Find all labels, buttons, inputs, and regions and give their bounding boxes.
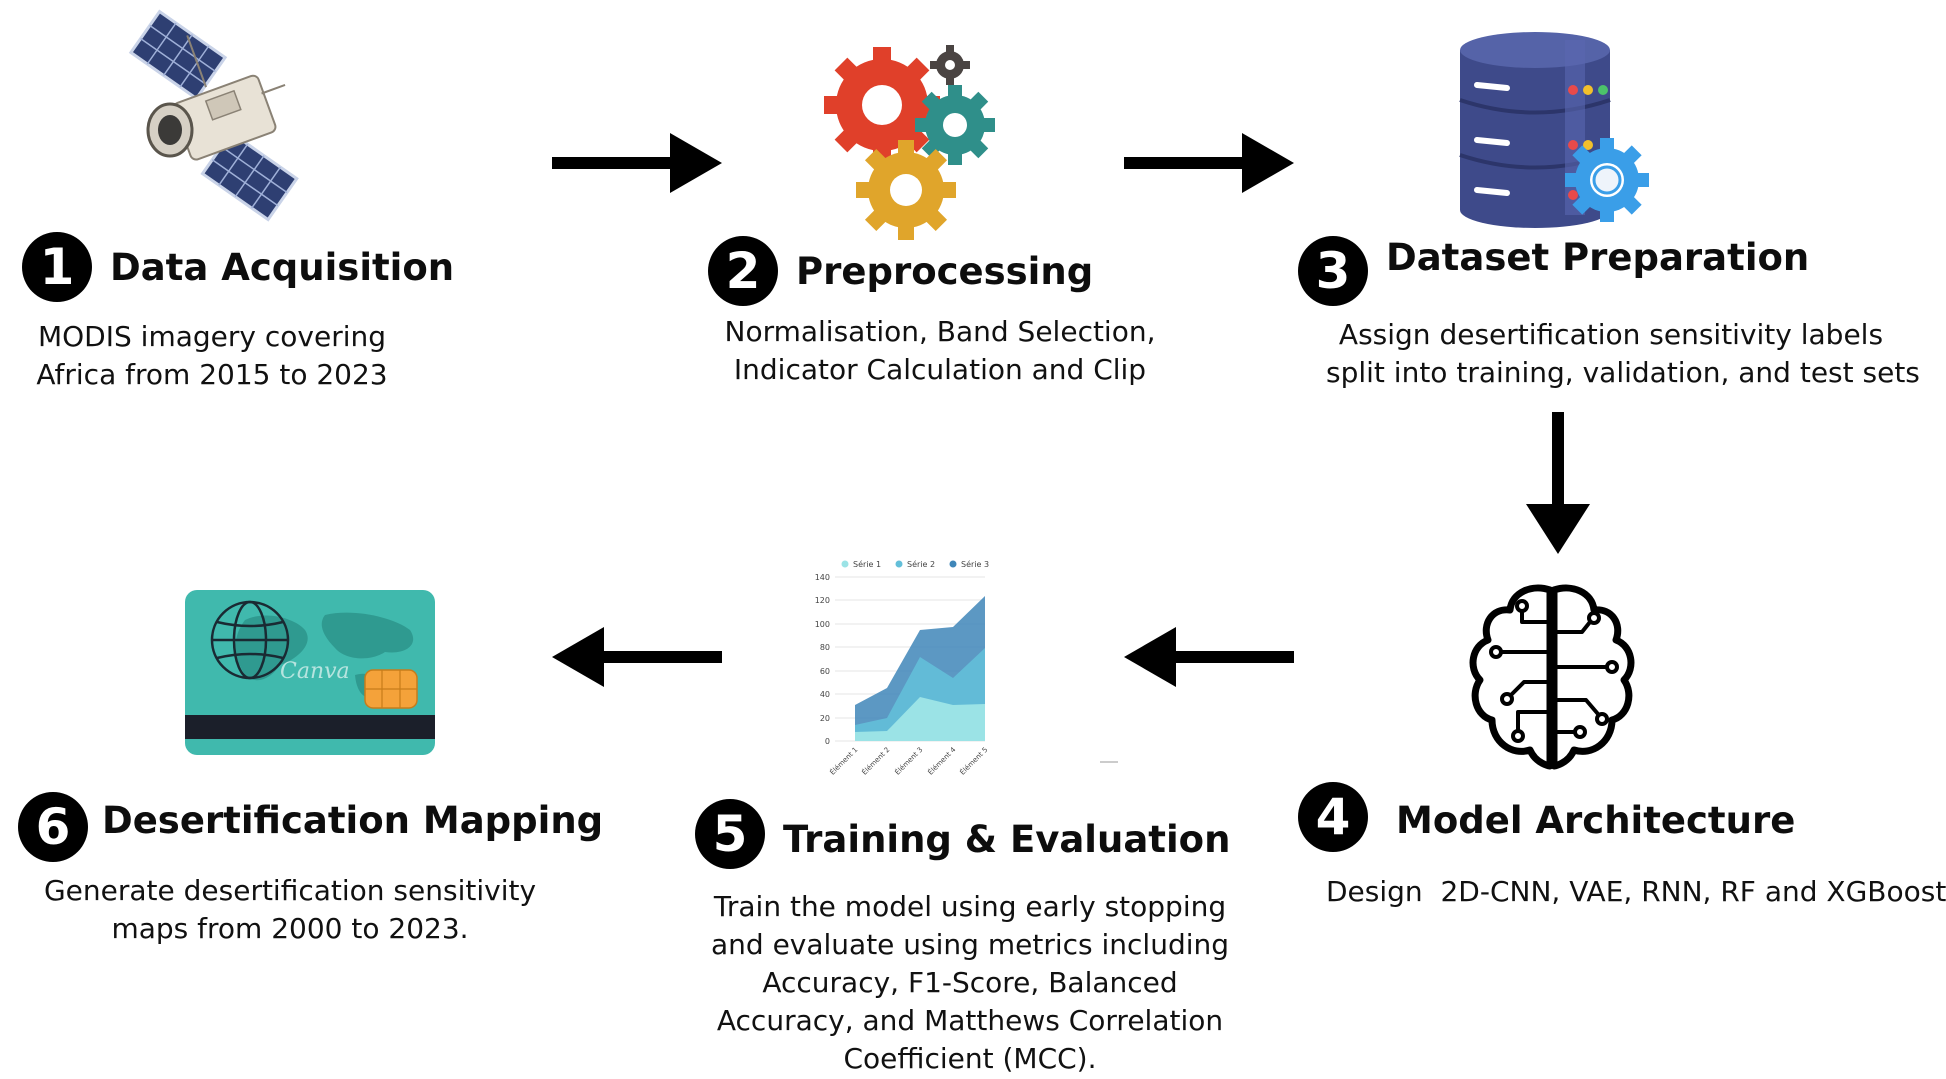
stage-title-model-architecture: Model Architecture [1396,798,1796,842]
step-number-2: 2 [708,236,778,306]
ai-brain-icon [1462,582,1642,772]
svg-text:140: 140 [815,573,830,582]
stage-4-heading: 4 Model Architecture [1298,782,1795,852]
legend-serie-1: Série 1 [853,559,881,569]
stage-title-dataset-preparation: Dataset Preparation [1386,235,1810,279]
flow-arrow-right-2 [1124,133,1294,193]
svg-text:Élément 4: Élément 4 [926,745,958,777]
svg-text:Élément 5: Élément 5 [958,745,990,777]
area-chart-icon: Série 1 Série 2 Série 3 140 120 100 80 6… [800,550,1120,780]
canva-watermark: Canva [280,659,350,684]
stage-description-dataset-preparation: Assign desertification sensitivity label… [1326,318,1920,389]
stage-5-heading: 5 Training & Evaluation [695,799,1230,869]
step-number-5: 5 [695,799,765,869]
legend-serie-3: Série 3 [961,559,989,569]
gears-icon [820,45,1010,245]
database-gear-icon [1455,30,1655,230]
legend-serie-2: Série 2 [907,559,935,569]
svg-text:40: 40 [820,690,830,699]
svg-text:20: 20 [820,714,830,723]
stage-3-heading: 3 Dataset Preparation [1298,236,1809,306]
svg-text:80: 80 [820,643,830,652]
flow-arrow-down [1526,412,1590,554]
svg-text:100: 100 [815,620,830,629]
step-number-1: 1 [22,232,92,302]
stage-description-training-evaluation: Train the model using early stopping and… [710,890,1230,1075]
map-card-icon: Canva [185,590,435,755]
stage-description-desertification-mapping: Generate desertification sensitivity map… [43,874,537,945]
svg-text:Élément 1: Élément 1 [828,745,860,777]
stage-title-desertification-mapping: Desertification Mapping [102,798,604,842]
flow-arrow-right-1 [552,133,722,193]
svg-text:60: 60 [820,667,830,676]
stage-1-heading: 1 Data Acquisition [22,232,454,302]
flow-arrow-left-1 [1124,627,1294,687]
stage-description-data-acquisition: MODIS imagery covering Africa from 2015 … [36,320,388,391]
svg-text:0: 0 [825,737,830,746]
satellite-icon [118,9,308,225]
stage-2-heading: 2 Preprocessing [708,236,1093,306]
stage-6-heading: 6 Desertification Mapping [18,792,603,862]
stage-description-model-architecture: Design 2D-CNN, VAE, RNN, RF and XGBoost [1326,875,1946,908]
stage-title-training-evaluation: Training & Evaluation [783,817,1231,861]
step-number-6: 6 [18,792,88,862]
svg-text:120: 120 [815,596,830,605]
svg-text:Élément 2: Élément 2 [860,745,892,777]
step-number-4: 4 [1298,782,1368,852]
stage-title-preprocessing: Preprocessing [796,249,1094,293]
flow-arrow-left-2 [552,627,722,687]
svg-text:Élément 3: Élément 3 [893,745,925,777]
stage-description-preprocessing: Normalisation, Band Selection, Indicator… [724,315,1156,386]
step-number-3: 3 [1298,236,1368,306]
stage-title-data-acquisition: Data Acquisition [110,245,455,289]
